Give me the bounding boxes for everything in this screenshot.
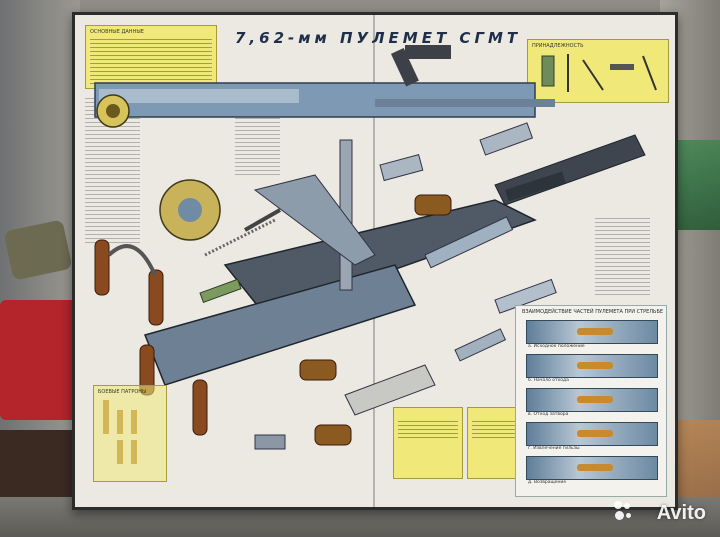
poster: 7,62-мм ПУЛЕМЕТ СГМТ ОСНОВНЫЕ ДАННЫЕ ПРИ… (72, 12, 678, 510)
operation-step (526, 354, 658, 378)
step-caption: в. Отход затвора (528, 412, 569, 417)
step-caption: д. Возвращение (528, 480, 567, 485)
accessories-box: ПРИНАДЛЕЖНОСТЬ (527, 39, 669, 103)
accessory-tools (541, 54, 657, 92)
avito-logo-icon (614, 501, 634, 521)
operation-step (526, 456, 658, 480)
step-caption: а. Исходное положение (528, 344, 585, 349)
step-caption: г. Извлечение гильзы (528, 446, 580, 451)
accessories-heading: ПРИНАДЛЕЖНОСТЬ (532, 43, 584, 49)
dark-box (0, 430, 80, 510)
parts-list-mid (235, 115, 280, 175)
operation-step (526, 422, 658, 446)
red-cloth (0, 300, 80, 420)
data-box-heading: ОСНОВНЫЕ ДАННЫЕ (90, 29, 144, 35)
data-box-top-left: ОСНОВНЫЕ ДАННЫЕ (85, 25, 217, 89)
parts-list-right (595, 215, 650, 295)
operation-step (526, 320, 658, 344)
green-bag (675, 140, 720, 230)
detail-box-1-text (398, 418, 458, 438)
poster-title: 7,62-мм ПУЛЕМЕТ СГМТ (235, 29, 522, 47)
data-box-text (90, 36, 212, 84)
operation-panel: ВЗАИМОДЕЙСТВИЕ ЧАСТЕЙ ПУЛЕМЕТА ПРИ СТРЕЛ… (515, 305, 667, 497)
cartridges-heading: БОЕВЫЕ ПАТРОНЫ (98, 389, 147, 395)
operation-panel-heading: ВЗАИМОДЕЙСТВИЕ ЧАСТЕЙ ПУЛЕМЕТА ПРИ СТРЕЛ… (522, 309, 664, 315)
step-caption: б. Начало отхода (528, 378, 569, 383)
cartridges-box: БОЕВЫЕ ПАТРОНЫ (93, 385, 167, 482)
operation-step (526, 388, 658, 412)
avito-watermark: Avito (656, 502, 706, 524)
detail-box-1 (393, 407, 463, 479)
